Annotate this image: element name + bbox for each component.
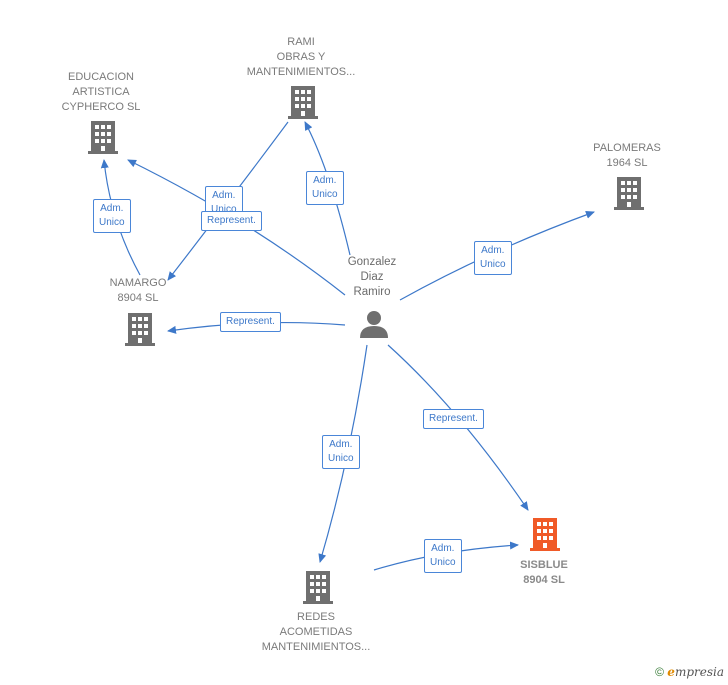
building-icon-palomeras[interactable] — [614, 177, 644, 210]
node-label-person[interactable]: Gonzalez Diaz Ramiro — [347, 256, 397, 298]
node-label-educacion[interactable]: EDUCACION ARTISTICA CYPHERCO SL — [61, 71, 141, 113]
building-icon-sisblue[interactable] — [530, 518, 560, 551]
edge-label-adm-unico: Adm. Unico — [93, 199, 131, 233]
brand-name: empresia — [667, 665, 724, 679]
node-label-rami[interactable]: RAMI OBRAS Y MANTENIMIENTOS... — [246, 36, 356, 78]
edge-label-represent: Represent. — [220, 312, 281, 332]
copyright-symbol: © — [655, 665, 664, 679]
edge-label-adm-unico: Adm. Unico — [474, 241, 512, 275]
building-icon-redes[interactable] — [303, 571, 333, 604]
edge-label-adm-unico: Adm. Unico — [322, 435, 360, 469]
node-label-palomeras[interactable]: PALOMERAS 1964 SL — [593, 142, 661, 169]
node-label-sisblue[interactable]: SISBLUE 8904 SL — [520, 559, 568, 586]
person-icon[interactable] — [360, 311, 388, 338]
edge-label-represent: Represent. — [201, 211, 262, 231]
edge-label-adm-unico: Adm. Unico — [306, 171, 344, 205]
node-label-redes[interactable]: REDES ACOMETIDAS MANTENIMIENTOS... — [261, 611, 371, 653]
edge-label-represent: Represent. — [423, 409, 484, 429]
empresia-logo[interactable]: © empresia — [655, 665, 724, 679]
building-icon-rami[interactable] — [288, 86, 318, 119]
building-icon-namargo[interactable] — [125, 313, 155, 346]
edge-label-adm-unico: Adm. Unico — [424, 539, 462, 573]
node-label-namargo[interactable]: NAMARGO 8904 SL — [109, 277, 167, 304]
building-icon-educacion[interactable] — [88, 121, 118, 154]
